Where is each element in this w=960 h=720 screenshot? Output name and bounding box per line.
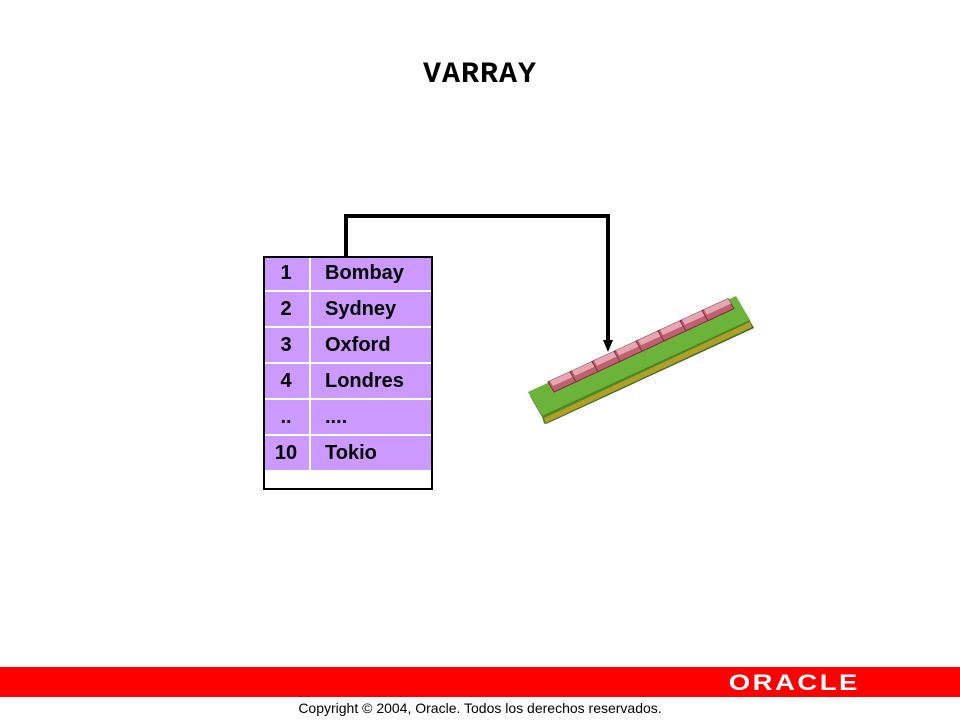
varray-index-cell: 2 — [263, 290, 311, 328]
connector-arrowhead — [603, 340, 613, 352]
memory-chip-top — [682, 308, 709, 325]
copyright-text: Copyright © 2004, Oracle. Todos los dere… — [298, 700, 662, 716]
memory-chip-top — [616, 339, 643, 356]
varray-row: ...... — [263, 398, 433, 436]
varray-value-cell: .... — [309, 398, 433, 436]
varray-value-cell: Bombay — [309, 256, 433, 292]
varray-index-cell: 10 — [263, 434, 311, 470]
memory-chip-top — [594, 349, 621, 366]
varray-value-cell: Sydney — [309, 290, 433, 328]
varray-value-cell: Tokio — [309, 434, 433, 470]
footer-bar: ORACLE — [0, 667, 960, 697]
oracle-logo: ORACLE — [728, 670, 860, 695]
memory-module-icon — [528, 296, 754, 424]
connector-line — [344, 214, 610, 344]
varray-index-cell: .. — [263, 398, 311, 436]
varray-index-cell: 3 — [263, 326, 311, 364]
memory-chip-top — [704, 298, 731, 315]
varray-value-cell: Londres — [309, 362, 433, 400]
slide-title: VARRAY — [422, 58, 538, 92]
memory-chip-top — [638, 329, 665, 346]
varray-index-cell: 1 — [263, 256, 311, 292]
varray-value-cell: Oxford — [309, 326, 433, 364]
memory-chip-top — [572, 359, 599, 376]
memory-chip-top — [550, 370, 577, 386]
varray-index-cell: 4 — [263, 362, 311, 400]
memory-chip-top — [660, 319, 687, 335]
